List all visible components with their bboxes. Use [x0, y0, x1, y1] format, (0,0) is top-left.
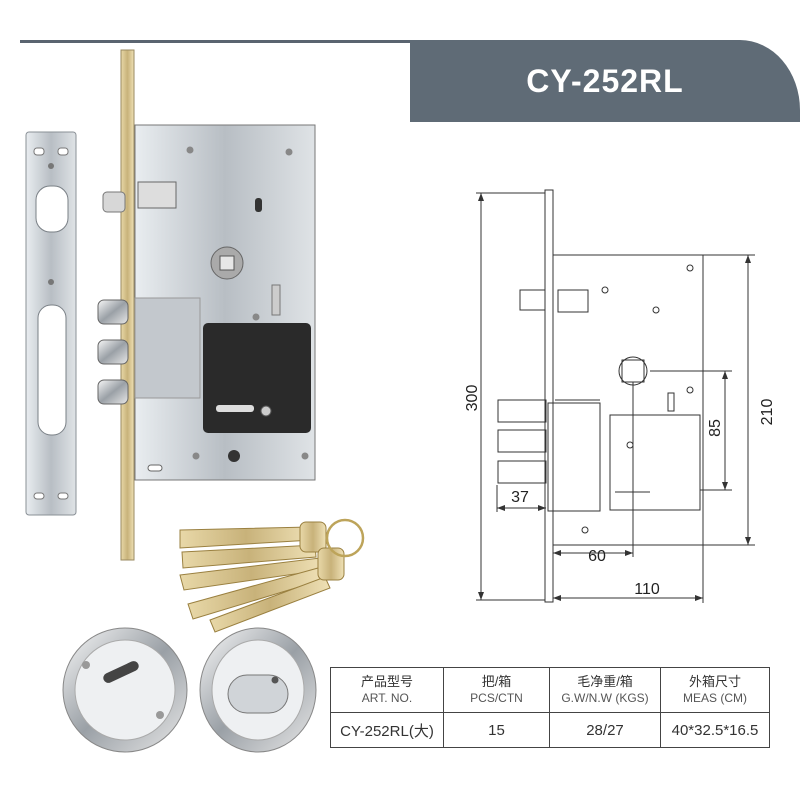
cell-pcs-ctn: 15: [443, 712, 550, 748]
strike-plate-icon: [25, 131, 77, 516]
header-en: MEAS (CM): [683, 691, 747, 705]
header-rule: [20, 40, 430, 43]
product-title: CY-252RL: [526, 62, 684, 99]
header-cn: 毛净重/箱: [577, 674, 633, 689]
mortise-lock-icon: [97, 49, 316, 561]
header-cn: 产品型号: [360, 674, 413, 689]
keys-icon: [179, 518, 365, 633]
escutcheon-icon: [62, 627, 317, 753]
header-art-no: 产品型号 ART. NO.: [330, 667, 444, 713]
dim-case-depth: 110: [634, 581, 660, 598]
cell-art-no: CY-252RL(大): [330, 712, 444, 748]
dim-height: 300: [464, 385, 481, 412]
header-en: ART. NO.: [361, 691, 413, 705]
header-weight: 毛净重/箱 G.W/N.W (KGS): [549, 667, 661, 713]
product-photo: [25, 49, 365, 753]
dim-backset-cylinder: 37: [511, 489, 529, 506]
dim-backset: 60: [588, 548, 606, 565]
dim-hub-to-keyhole: 85: [707, 419, 724, 437]
cell-meas: 40*32.5*16.5: [660, 712, 770, 748]
header-cn: 外箱尺寸: [688, 674, 741, 689]
dim-faceplate-to-hub: 210: [759, 399, 776, 426]
table-header-row: 产品型号 ART. NO. 把/箱 PCS/CTN 毛净重/箱 G.W/N.W …: [330, 667, 770, 713]
spec-table: 产品型号 ART. NO. 把/箱 PCS/CTN 毛净重/箱 G.W/N.W …: [330, 667, 770, 748]
cell-weight: 28/27: [549, 712, 661, 748]
technical-drawing: 300 210 85 37 60 110: [464, 189, 776, 603]
header-cn: 把/箱: [481, 674, 512, 689]
table-row: CY-252RL(大) 15 28/27 40*32.5*16.5: [330, 712, 770, 748]
header-en: PCS/CTN: [470, 691, 523, 705]
title-banner: [410, 40, 800, 122]
header-meas: 外箱尺寸 MEAS (CM): [660, 667, 770, 713]
header-en: G.W/N.W (KGS): [561, 691, 649, 705]
header-pcs-ctn: 把/箱 PCS/CTN: [443, 667, 550, 713]
